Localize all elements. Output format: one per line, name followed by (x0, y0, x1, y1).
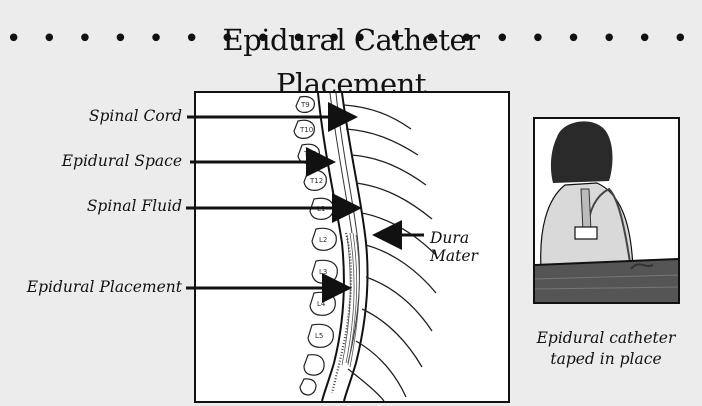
photo-caption: Epidural catheter taped in place (520, 328, 692, 370)
patient-illustration-panel (533, 117, 680, 304)
label-dura-mater: Dura Mater (430, 229, 478, 265)
label-dura-line2: Mater (430, 247, 478, 265)
caption-line1: Epidural catheter (520, 328, 692, 349)
tape-strip (581, 189, 591, 231)
dressing (575, 227, 597, 239)
label-epidural-space: Epidural Space (62, 152, 182, 170)
label-epidural-placement: Epidural Placement (27, 278, 182, 296)
label-dura-line1: Dura (430, 229, 478, 247)
patient-back-illustration (535, 119, 678, 302)
table (535, 259, 678, 302)
label-spinal-fluid: Spinal Fluid (87, 197, 182, 215)
label-spinal-cord: Spinal Cord (89, 107, 182, 125)
caption-line2: taped in place (520, 349, 692, 370)
